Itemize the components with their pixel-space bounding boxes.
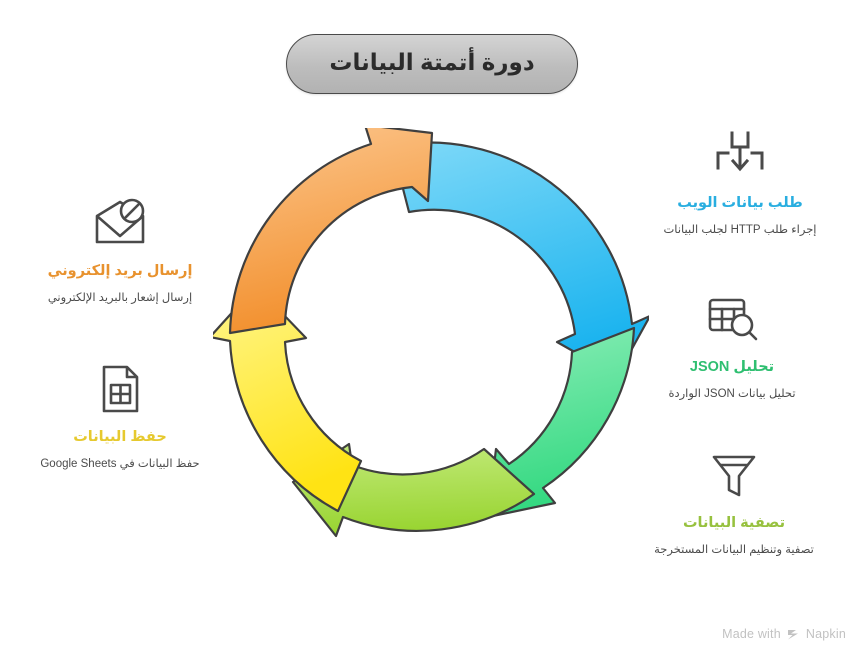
spreadsheet-file-icon	[16, 358, 224, 420]
step-title: تحليل JSON	[689, 359, 775, 375]
step-json-parse: تحليل JSON تحليل بيانات JSON الواردة	[628, 288, 836, 403]
email-icon	[16, 192, 224, 254]
step-send-email: إرسال بريد إلكتروني إرسال إشعار بالبريد …	[16, 192, 224, 307]
download-data-icon	[636, 124, 844, 186]
funnel-icon	[630, 444, 838, 506]
watermark-prefix: Made with	[722, 627, 781, 641]
watermark-brand: Napkin	[805, 627, 846, 641]
cycle-segment-web-request	[390, 141, 652, 378]
step-description: إجراء طلب HTTP لجلب البيانات	[663, 223, 817, 236]
cycle-segment-send-email	[228, 123, 434, 335]
napkin-logo-icon	[787, 628, 800, 641]
watermark: Made with Napkin	[722, 627, 846, 641]
step-description: حفظ البيانات في Google Sheets	[40, 457, 200, 470]
step-description: تحليل بيانات JSON الواردة	[668, 387, 796, 400]
cycle-segment-json-parse	[486, 326, 636, 519]
step-title: إرسال بريد إلكتروني	[47, 263, 193, 279]
cycle-diagram	[208, 123, 652, 572]
step-title: طلب بيانات الويب	[677, 195, 803, 211]
page-title: دورة أتمتة البيانات	[329, 49, 535, 75]
step-description: تصفية وتنظيم البيانات المستخرجة	[654, 543, 814, 556]
step-title: تصفية البيانات	[682, 515, 786, 531]
table-search-icon	[628, 288, 836, 350]
title-container: دورة أتمتة البيانات	[0, 34, 864, 94]
page-title-pill: دورة أتمتة البيانات	[286, 34, 578, 94]
step-web-request: طلب بيانات الويب إجراء طلب HTTP لجلب الب…	[636, 124, 844, 239]
step-data-filter: تصفية البيانات تصفية وتنظيم البيانات الم…	[630, 444, 838, 559]
step-description: إرسال إشعار بالبريد الإلكتروني	[47, 291, 193, 304]
step-title: حفظ البيانات	[73, 429, 167, 445]
step-save-data: حفظ البيانات حفظ البيانات في Google Shee…	[16, 358, 224, 473]
